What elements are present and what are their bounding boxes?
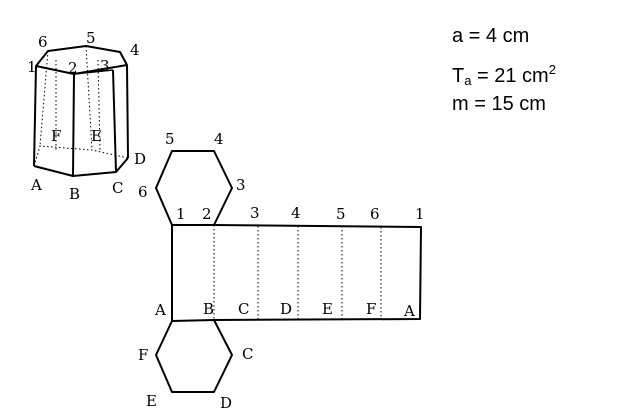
net-top-label-6: 6 <box>138 183 148 201</box>
height-text: m = 15 cm <box>452 93 546 115</box>
prism-label-2: 2 <box>68 59 78 77</box>
net-top-label-1: 1 <box>176 205 186 223</box>
given-base-area: Ta = 21 cm2 <box>452 58 556 93</box>
net-strip-label-1: 1 <box>415 205 425 223</box>
prism-label-C: C <box>112 179 123 197</box>
prism-label-B: B <box>69 185 80 203</box>
prism-label-A: A <box>30 176 42 194</box>
net-bottom-label-F: F <box>366 300 376 318</box>
prism-hidden-axis-2 <box>97 59 101 151</box>
prism-top-face <box>35 45 128 75</box>
net-bottom-label-A2: A <box>403 302 415 320</box>
prism-label-3: 3 <box>100 57 110 75</box>
net-strip-label-5: 5 <box>336 205 346 223</box>
given-height: m = 15 cm <box>452 92 546 116</box>
net-hex-label-E: E <box>146 392 157 410</box>
prism-label-E: E <box>91 127 102 145</box>
prism-label-5: 5 <box>86 29 96 47</box>
net-top-label-4: 4 <box>214 130 224 148</box>
base-area-symbol: T <box>452 65 465 87</box>
prism-hidden-bottom-back <box>33 145 129 167</box>
net-hex-label-D: D <box>220 394 232 412</box>
prism-top-inner-edge <box>73 69 114 75</box>
prism-edge-1A <box>33 65 37 167</box>
base-area-exponent: 2 <box>548 62 556 77</box>
net-top-label-5: 5 <box>165 130 175 148</box>
net-bottom-label-E: E <box>322 300 333 318</box>
net-lateral-strip-outline <box>213 224 422 321</box>
net-strip-label-6: 6 <box>370 205 380 223</box>
prism-label-6: 6 <box>38 33 48 51</box>
prism-label-4: 4 <box>130 41 140 59</box>
net-top-label-2: 2 <box>202 205 212 223</box>
base-area-subscript: a <box>464 73 472 88</box>
base-area-value: = 21 cm <box>471 65 549 87</box>
edge-length-text: a = 4 cm <box>452 25 530 47</box>
hexagonal-prism-drawing: 6 5 4 1 2 3 F E D A B C <box>27 29 146 203</box>
prism-edge-4D <box>126 64 129 159</box>
prism-bottom-front-edges <box>33 157 129 177</box>
net-bottom-label-B: B <box>203 300 214 318</box>
net-hex-label-C: C <box>242 345 253 363</box>
prism-label-1: 1 <box>27 58 37 76</box>
prism-edge-3C <box>112 69 117 173</box>
prism-hidden-edge-5E <box>85 45 93 151</box>
prism-hidden-edge-6F <box>39 50 49 147</box>
net-bottom-label-A: A <box>154 301 166 319</box>
net-bottom-label-C: C <box>238 300 249 318</box>
prism-label-F: F <box>51 127 61 145</box>
prism-label-D: D <box>134 150 146 168</box>
net-strip-label-4: 4 <box>291 204 301 222</box>
net-bottom-hexagon-fold <box>171 319 215 322</box>
net-hex-label-F: F <box>138 346 148 364</box>
net-bottom-label-D: D <box>280 300 292 318</box>
prism-edge-2B <box>72 73 75 177</box>
prism-net-drawing: 5 4 6 3 1 2 3 4 5 6 1 A B C D E F A F C … <box>138 130 425 412</box>
given-edge-length: a = 4 cm <box>452 24 529 48</box>
net-bottom-hexagon <box>155 319 233 393</box>
net-top-label-3: 3 <box>236 176 246 194</box>
net-top-hexagon <box>155 150 233 226</box>
net-strip-label-3: 3 <box>250 204 260 222</box>
